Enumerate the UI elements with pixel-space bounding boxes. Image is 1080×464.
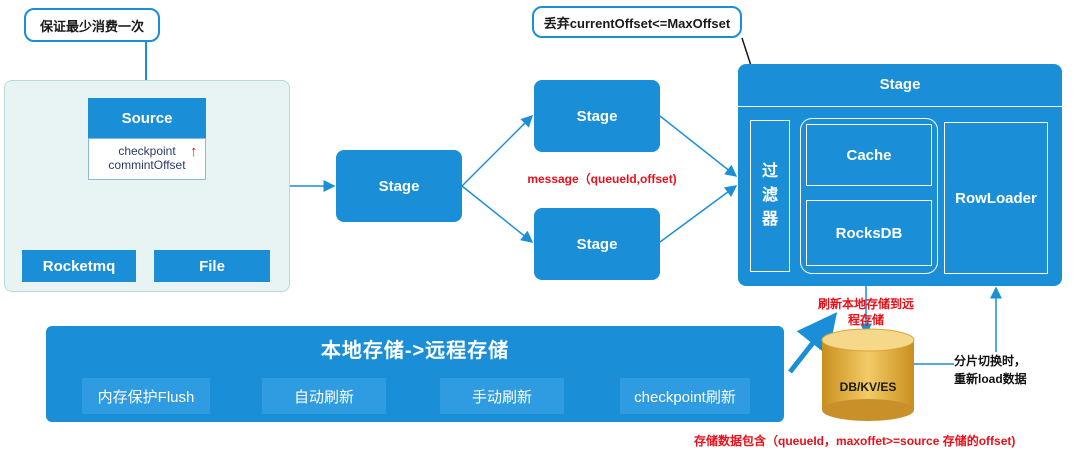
filter-box: 过 滤 器 (750, 120, 790, 272)
stage-to-lower-arrow (461, 185, 534, 243)
rowloader-box: RowLoader (944, 122, 1048, 274)
stage-middle: Stage (336, 150, 462, 222)
lower-to-bigstage-arrow (659, 185, 738, 243)
stage-to-upper-arrow (461, 114, 534, 187)
stage-upper: Stage (534, 80, 660, 152)
source-checkpoint-box: checkpoint commintOffset (88, 138, 206, 180)
source-callout: 保证最少消费一次 (24, 8, 160, 42)
filter-callout: 丢弃currentOffset<=MaxOffset (532, 6, 742, 38)
stage-lower: Stage (534, 208, 660, 280)
local-remote-to-db-arrow (788, 312, 838, 374)
message-label: message（queueId,offset) (527, 172, 677, 186)
upper-to-bigstage-arrow (659, 115, 738, 177)
source-title: Source (88, 98, 206, 138)
rocksdb-box: RocksDB (806, 200, 932, 266)
db-label: DB/KV/ES (839, 380, 897, 394)
flush-remote-note: 刷新本地存储到远 程存储 (817, 297, 914, 327)
checkpoint-refresh-button[interactable]: checkpoint刷新 (620, 378, 750, 414)
rocketmq-box: Rocketmq (22, 250, 136, 282)
memory-flush-button[interactable]: 内存保护Flush (82, 378, 210, 414)
up-arrow-icon: ↑ (190, 143, 198, 160)
commitoffset-label: commintOffset (108, 158, 186, 172)
shard-switch-note: 分片切换时， 重新load数据 (954, 352, 1050, 388)
big-stage-title: Stage (879, 76, 921, 93)
manual-refresh-button[interactable]: 手动刷新 (440, 378, 564, 414)
auto-refresh-button[interactable]: 自动刷新 (262, 378, 386, 414)
storage-group (800, 118, 938, 274)
cache-box: Cache (806, 124, 932, 186)
checkpoint-label: checkpoint (118, 144, 176, 158)
big-stage-divider (738, 106, 1062, 107)
db-cylinder (821, 328, 915, 421)
file-box: File (154, 250, 270, 282)
local-remote-title: 本地存储->远程存储 (320, 340, 510, 362)
storage-contains-note: 存储数据包含（queueId，maxoffet>=source 存储的offse… (694, 434, 1016, 448)
